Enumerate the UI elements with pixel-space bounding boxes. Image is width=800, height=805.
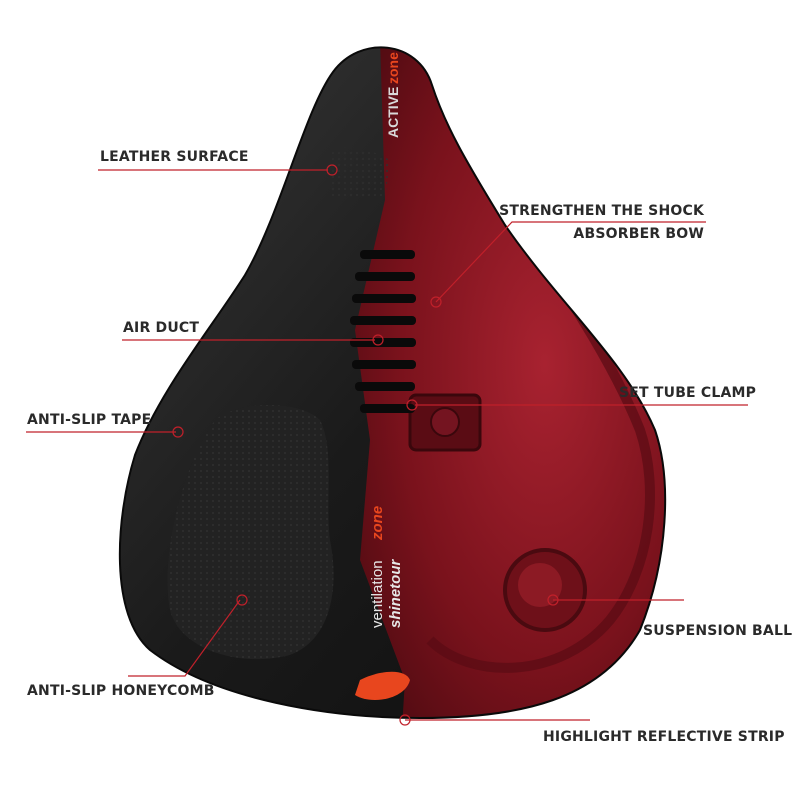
side-text: ventilation: [369, 560, 386, 628]
air-duct-vents: [350, 250, 416, 413]
brand-accent: zone: [385, 52, 401, 84]
brand-text: ACTIVE: [385, 87, 401, 138]
leader-shock-bow: [435, 221, 706, 303]
reflective-strip: [355, 671, 410, 700]
side-accent: zone: [369, 506, 386, 541]
side-logo: ventilation zone shinetour: [369, 506, 404, 628]
label-set-tube-clamp: SET TUBE CLAMP: [619, 385, 757, 401]
seat-body: [119, 47, 666, 719]
script-text: shinetour: [387, 559, 404, 628]
target-markers: [172, 164, 559, 726]
label-leather-surface: LEATHER SURFACE: [100, 149, 249, 165]
label-reflective-strip: HIGHLIGHT REFLECTIVE STRIP: [543, 729, 785, 745]
leader-lines: [26, 169, 748, 721]
leader-honeycomb: [128, 599, 241, 677]
label-shock-bow-line1: STRENGTHEN THE SHOCK: [499, 203, 704, 219]
brand-logo: ACTIVE zone: [385, 52, 401, 138]
leather-patch: [330, 147, 390, 200]
label-anti-slip-honeycomb: ANTI-SLIP HONEYCOMB: [27, 683, 215, 699]
label-anti-slip-tape: ANTI-SLIP TAPE: [27, 412, 152, 428]
label-air-duct: AIR DUCT: [123, 320, 200, 336]
label-shock-bow-line2: ABSORBER BOW: [573, 226, 704, 242]
label-suspension-ball: SUSPENSION BALL: [643, 623, 793, 639]
